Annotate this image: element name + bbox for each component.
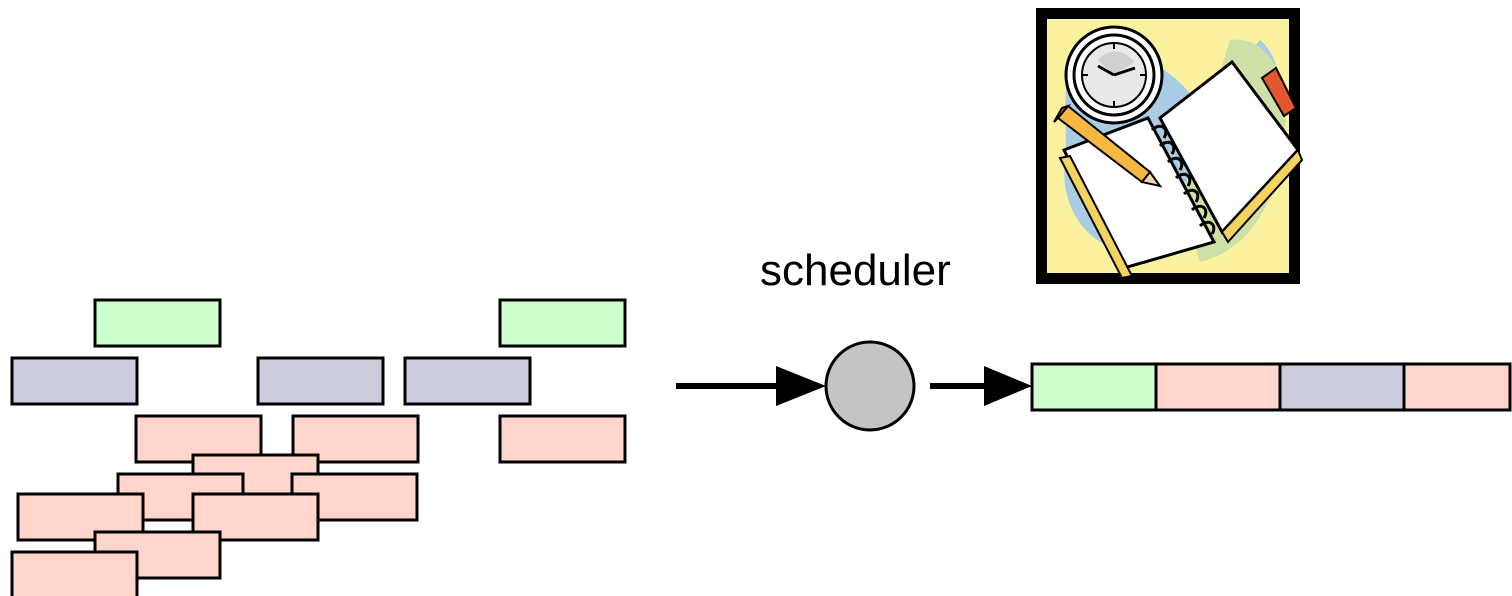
pencil-icon (1053, 103, 1163, 188)
schedule-queue (1030, 362, 1512, 412)
scheduler-node (824, 340, 916, 432)
scheduler-label: scheduler (760, 246, 951, 295)
clock-icon (1064, 25, 1164, 125)
planner-notebook-icon (1036, 8, 1304, 284)
queue-slot-pink (1154, 362, 1282, 412)
queue-slot-green (1030, 362, 1158, 412)
task-block-pink (10, 550, 139, 596)
queue-slot-blue (1278, 362, 1406, 412)
unscheduled-task-pile (10, 298, 627, 596)
task-block-blue (403, 356, 532, 406)
task-block-pink (498, 414, 627, 464)
task-block-green (498, 298, 627, 348)
task-block-blue (10, 356, 139, 406)
task-block-blue (256, 356, 385, 406)
input-arrow (676, 366, 826, 406)
task-block-green (93, 298, 222, 348)
queue-slot-pink (1402, 362, 1512, 412)
output-arrow (930, 366, 1032, 406)
